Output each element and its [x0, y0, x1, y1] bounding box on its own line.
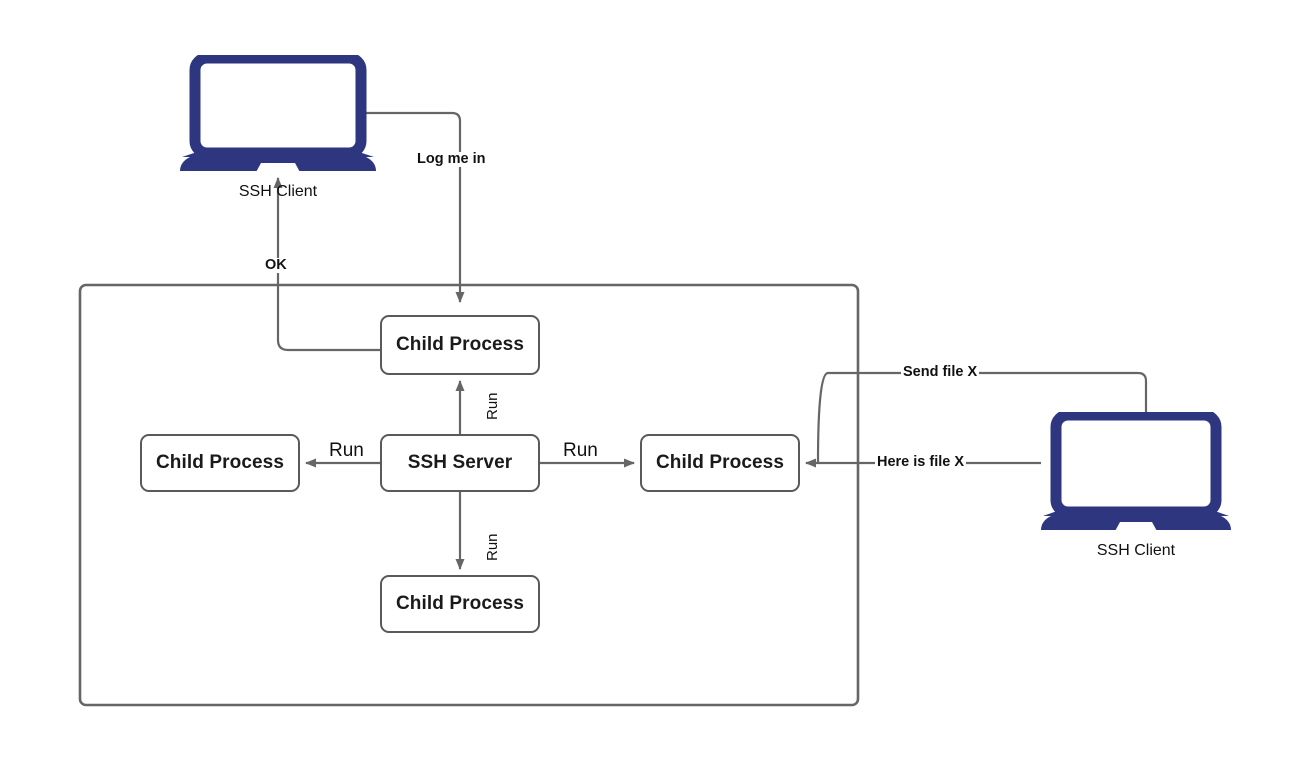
edge-label-log-me-in: Log me in	[415, 151, 488, 167]
edge-label-here-is-file-x: Here is file X	[875, 454, 967, 470]
edge-label-run-right: Run	[561, 440, 600, 461]
device-caption-ssh-client-top: SSH Client	[238, 183, 318, 200]
edge-label-run-up: Run	[484, 392, 501, 420]
edge-ok	[273, 177, 380, 352]
edge-label-ok: OK	[263, 257, 289, 273]
ssh-server-host-boundary	[78, 283, 860, 707]
device-caption-ssh-client-right: SSH Client	[1096, 542, 1176, 559]
edge-label-run-left: Run	[327, 440, 366, 461]
node-ssh-server[interactable]: SSH Server	[380, 434, 540, 492]
laptop-icon-ssh-client-top	[180, 55, 376, 175]
node-child-process-top[interactable]: Child Process	[380, 315, 540, 375]
edge-label-send-file-x: Send file X	[901, 364, 980, 380]
edge-send-file-x	[816, 371, 1148, 464]
node-child-process-left[interactable]: Child Process	[140, 434, 300, 492]
edge-label-run-down: Run	[484, 533, 501, 561]
edge-log-me-in	[360, 111, 465, 303]
laptop-icon-ssh-client-right	[1041, 412, 1231, 534]
node-child-process-right[interactable]: Child Process	[640, 434, 800, 492]
node-child-process-bottom[interactable]: Child Process	[380, 575, 540, 633]
